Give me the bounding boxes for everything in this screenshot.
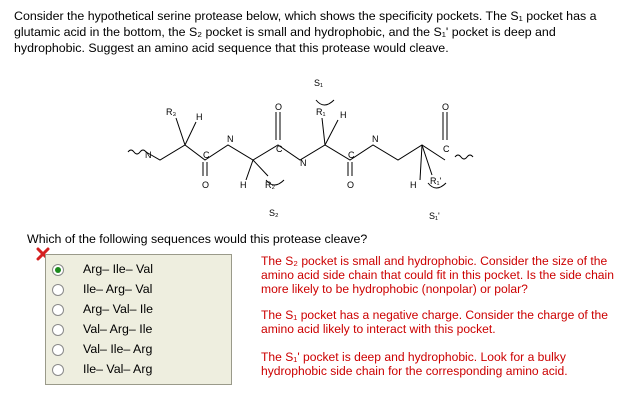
h-label: H [196,112,203,122]
h-label: H [240,180,247,190]
answer-options-box [45,254,232,385]
o-label: O [275,102,282,112]
r1-label: R₁ [316,107,326,117]
answer-option[interactable]: Arg– Val– Ile [0,302,230,322]
option-label: Arg– Val– Ile [83,302,154,316]
hint-s1-prime: The S₁' pocket is deep and hydrophobic. … [261,350,568,378]
s2-label: S₂ [269,208,279,218]
c-label: C [443,144,450,154]
c-label: C [348,150,355,160]
option-label: Val– Arg– Ile [83,322,153,336]
wavy-bond-left [127,149,147,155]
r2-label: R₂ [265,180,275,190]
answer-option[interactable]: Val– Arg– Ile [0,322,230,342]
hint-s2: The S₂ pocket is small and hydrophobic. … [261,254,614,296]
radio-button[interactable] [52,264,64,276]
question-intro: Consider the hypothetical serine proteas… [14,8,632,56]
answer-option[interactable]: Ile– Arg– Val [0,282,230,302]
question-text: Which of the following sequences would t… [27,232,368,246]
radio-button[interactable] [52,324,64,336]
answer-option[interactable]: Arg– Ile– Val [0,262,230,282]
option-label: Val– Ile– Arg [83,342,153,356]
intro-line-1: Consider the hypothetical serine proteas… [14,9,597,23]
radio-button[interactable] [52,284,64,296]
n-label: N [372,134,379,144]
option-label: Ile– Val– Arg [83,362,153,376]
s1-label: S₁ [314,78,323,88]
hint-s1: The S₁ pocket has a negative charge. Con… [261,308,608,336]
n-label: N [145,150,152,160]
r1-prime-label: R₁' [430,176,442,186]
radio-button[interactable] [52,304,64,316]
peptide-structure-diagram: S₁ S₂ S₁' R₃ H R₁ H R₂ H R₁' H N N N N C… [127,78,474,221]
s1-prime-label: S₁' [429,211,440,221]
option-label: Ile– Arg– Val [83,282,153,296]
h-label: H [340,110,347,120]
c-label: C [276,144,283,154]
backbone [145,144,446,161]
r3-label: R₃ [166,107,176,117]
o-label: O [442,102,449,112]
n-label: N [227,134,234,144]
n-label: N [300,158,307,168]
o-label: O [347,180,354,190]
option-label: Arg– Ile– Val [83,262,154,276]
c-label: C [203,150,210,160]
answer-option[interactable]: Val– Ile– Arg [0,342,230,362]
radio-button[interactable] [52,364,64,376]
intro-line-3: hydrophobic. Suggest an amino acid seque… [14,41,449,55]
h-label: H [410,180,417,190]
o-label: O [202,180,209,190]
radio-button[interactable] [52,344,64,356]
answer-option[interactable]: Ile– Val– Arg [0,362,230,382]
wavy-bond-right [454,154,474,160]
intro-line-2: glutamic acid in the bottom, the S₂ pock… [14,25,556,39]
